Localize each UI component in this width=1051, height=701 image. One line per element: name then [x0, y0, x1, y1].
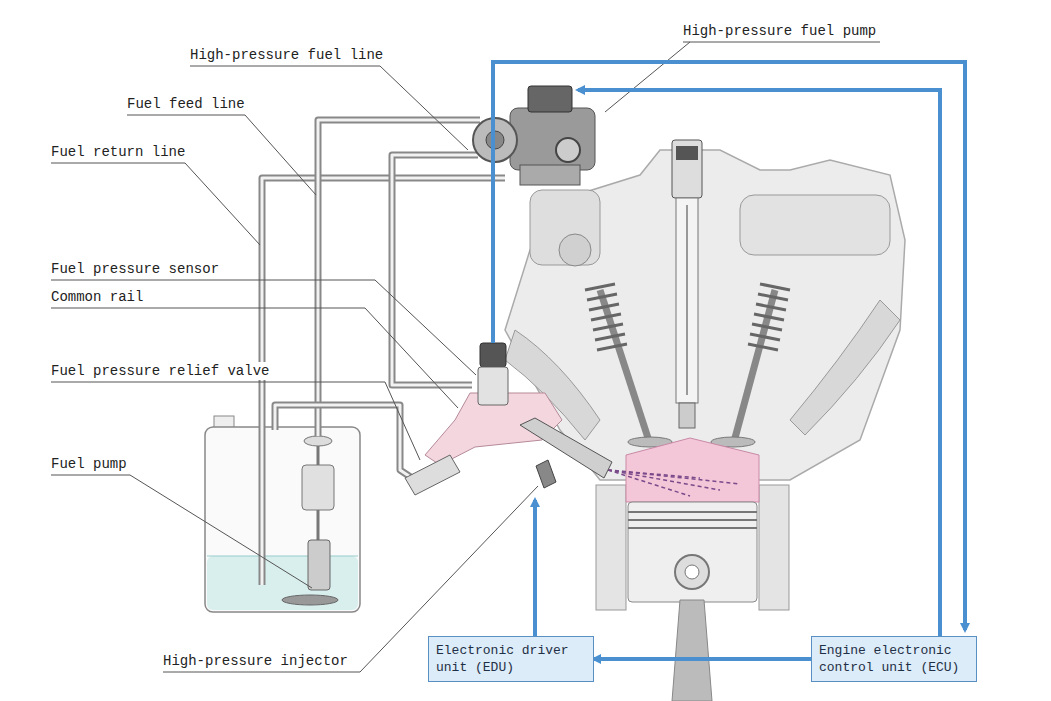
signal-lines — [533, 500, 537, 636]
leader-lines — [51, 42, 880, 672]
fuel-pipes — [318, 120, 480, 436]
spark-plug — [672, 140, 702, 198]
common-rail — [478, 367, 508, 405]
common-rail — [536, 460, 556, 488]
cylinder — [596, 485, 626, 610]
part-label: Common rail — [49, 288, 145, 306]
leader-lines — [51, 475, 312, 588]
cylinder — [628, 511, 757, 513]
common-rail — [480, 343, 506, 367]
cylinder — [628, 527, 757, 529]
cylinder-head — [530, 190, 600, 265]
fuel-tank — [302, 465, 334, 510]
fuel-tank — [308, 540, 330, 590]
fuel-tank — [207, 556, 358, 610]
high-pressure-pump — [510, 108, 595, 170]
cylinder — [608, 470, 690, 496]
fuel-tank — [317, 446, 320, 465]
spark-plug — [672, 140, 702, 428]
cylinder — [626, 438, 759, 502]
leader-lines — [51, 163, 260, 245]
spark-plug — [679, 403, 695, 428]
signal-arrow — [594, 657, 811, 661]
fuel-pipes — [275, 405, 412, 478]
fuel-tank — [205, 427, 360, 612]
spark-plug — [676, 146, 698, 160]
common-rail — [405, 455, 460, 495]
fuel-tank — [282, 595, 338, 605]
common-rail — [405, 343, 612, 495]
signal-lines — [493, 62, 965, 630]
fuel-tank — [317, 510, 320, 540]
cylinder-head — [559, 234, 591, 266]
fuel-pipes — [262, 120, 505, 585]
cylinder-head — [740, 195, 890, 255]
cylinder — [608, 470, 740, 484]
leader-lines — [605, 42, 880, 112]
box-text: Engine electronic control unit (ECU) — [819, 642, 969, 676]
fuel-tank — [205, 416, 360, 612]
valves — [735, 290, 775, 438]
part-label: High-pressure injector — [161, 652, 350, 670]
spark-plug — [686, 205, 688, 395]
high-pressure-pump — [528, 86, 572, 112]
cylinder-head — [790, 300, 900, 435]
cylinder — [672, 600, 712, 701]
valves — [600, 290, 648, 438]
cylinder — [628, 502, 757, 602]
cylinder — [608, 470, 740, 496]
fuel-pipes — [275, 405, 412, 478]
control-unit-box: Electronic driver unit (EDU) — [428, 636, 594, 682]
fuel-tank — [207, 556, 358, 557]
leader-lines — [51, 308, 458, 408]
cylinder-head — [505, 150, 905, 480]
part-label: Fuel pump — [49, 455, 129, 473]
leader-lines — [51, 382, 420, 460]
cylinder — [628, 519, 757, 521]
part-label: Fuel pressure relief valve — [49, 362, 271, 380]
high-pressure-pump — [556, 138, 580, 162]
cylinder — [759, 485, 789, 610]
part-label: High-pressure fuel line — [188, 46, 385, 64]
part-label: Fuel feed line — [125, 95, 247, 113]
cylinder — [596, 438, 789, 701]
fuel-tank — [304, 436, 332, 446]
cylinder — [685, 565, 699, 579]
spark-plug — [676, 198, 698, 403]
signal-lines — [578, 90, 940, 636]
fuel-tank — [214, 416, 234, 428]
box-text: Electronic driver unit (EDU) — [436, 642, 586, 676]
high-pressure-pump — [520, 165, 580, 185]
cylinder-head — [505, 150, 905, 480]
valves — [748, 284, 790, 350]
cylinder — [675, 555, 709, 589]
part-label: Fuel pressure sensor — [49, 260, 221, 278]
common-rail — [520, 418, 612, 478]
part-label: High-pressure fuel pump — [681, 22, 878, 40]
control-unit-box: Engine electronic control unit (ECU) — [811, 636, 977, 682]
signal-lines — [493, 62, 965, 636]
fuel-pipes — [318, 120, 480, 436]
part-label: Fuel return line — [49, 143, 187, 161]
valves — [585, 284, 627, 350]
